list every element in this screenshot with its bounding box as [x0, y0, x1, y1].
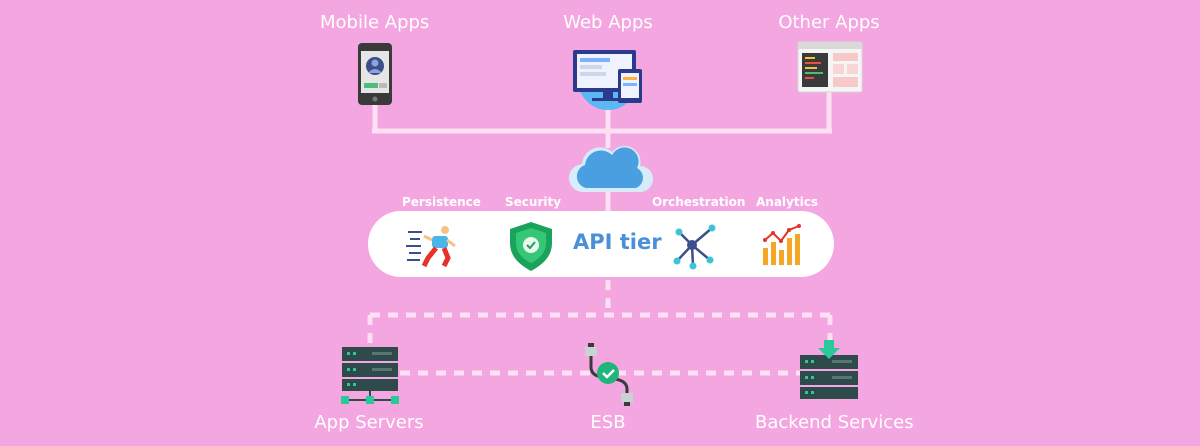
runner-icon — [406, 226, 456, 268]
esb-label: ESB — [590, 412, 626, 433]
web-apps-label: Web Apps — [563, 12, 653, 33]
orchestration-label: Orchestration — [652, 195, 746, 209]
security-label: Security — [505, 195, 562, 209]
top-connectors — [372, 92, 832, 212]
server-rack-icon — [341, 347, 399, 404]
analytics-label: Analytics — [756, 195, 818, 209]
network-nodes-icon — [673, 224, 716, 270]
app-servers-label: App Servers — [314, 412, 424, 433]
other-apps-icon — [797, 41, 863, 93]
analytics-chart-icon — [763, 224, 801, 265]
mobile-apps-label: Mobile Apps — [320, 12, 430, 33]
api-tier-title: API tier — [573, 230, 662, 254]
other-apps-label: Other Apps — [778, 12, 880, 33]
mobile-phone-icon — [358, 43, 392, 105]
cloud-icon — [568, 145, 653, 193]
backend-server-icon — [800, 340, 858, 399]
web-apps-icon — [573, 50, 642, 110]
backend-services-label: Backend Services — [755, 412, 914, 433]
esb-connector-icon — [585, 343, 633, 406]
persistence-label: Persistence — [402, 195, 481, 209]
shield-icon — [510, 222, 552, 271]
